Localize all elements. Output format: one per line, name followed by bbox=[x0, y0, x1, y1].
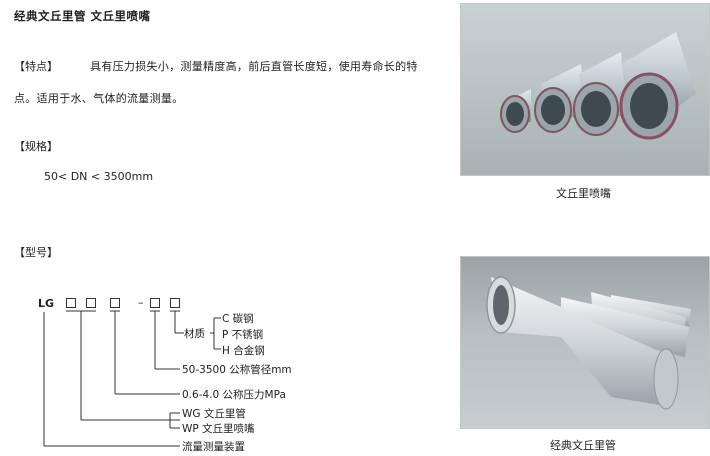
pressure-label: 0.6-4.0 公称压力MPa bbox=[182, 389, 286, 401]
material-c: C 碳钢 bbox=[222, 313, 254, 325]
model-heading: 【型号】 bbox=[14, 246, 58, 259]
code-box-material bbox=[170, 298, 180, 308]
code-box-type-2 bbox=[86, 298, 96, 308]
code-box-type bbox=[66, 298, 76, 308]
top-photo-caption: 文丘里喷嘴 bbox=[556, 187, 611, 200]
material-p: P 不锈钢 bbox=[222, 329, 264, 341]
classical-venturi-photo bbox=[460, 256, 710, 429]
code-box-diameter bbox=[150, 298, 160, 308]
venturi-nozzle-photo bbox=[460, 3, 710, 176]
spec-value: 50< DN < 3500mm bbox=[44, 170, 154, 183]
code-box-pressure bbox=[110, 298, 120, 308]
features-heading: 【特点】 bbox=[14, 60, 58, 73]
type-wg: WG 文丘里管 bbox=[182, 408, 246, 420]
material-h: H 合金钢 bbox=[222, 345, 265, 357]
page-title: 经典文丘里管 文丘里喷嘴 bbox=[14, 9, 151, 23]
model-connector-lines bbox=[43, 310, 221, 447]
features-text-line2: 点。适用于水、气体的流量测量。 bbox=[14, 92, 184, 105]
diameter-label: 50-3500 公称管径mm bbox=[182, 364, 292, 376]
model-code-prefix: LG bbox=[38, 297, 55, 310]
spec-heading: 【规格】 bbox=[14, 140, 58, 153]
device-label: 流量测量装置 bbox=[182, 441, 245, 453]
material-label: 材质 bbox=[184, 328, 205, 340]
bottom-photo-caption: 经典文丘里管 bbox=[550, 439, 616, 452]
features-text-line1: 具有压力损失小，测量精度高，前后直管长度短，使用寿命长的特 bbox=[90, 60, 418, 73]
code-dash: – bbox=[138, 296, 144, 309]
type-wp: WP 文丘里喷嘴 bbox=[182, 423, 255, 435]
